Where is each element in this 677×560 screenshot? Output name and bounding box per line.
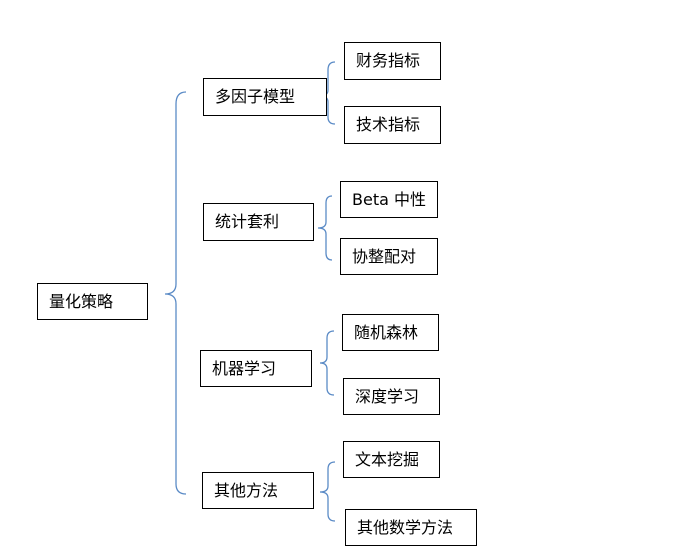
node-group-2-label: 统计套利 <box>215 212 280 231</box>
node-group-3-label: 机器学习 <box>212 358 277 378</box>
node-leaf-1-2: 技术指标 <box>344 106 441 144</box>
node-group-3: 机器学习 <box>200 350 312 387</box>
node-leaf-2-2-label: 协整配对 <box>352 246 417 266</box>
node-leaf-1-1-label: 财务指标 <box>356 51 421 70</box>
node-leaf-3-1-label: 随机森林 <box>354 322 419 342</box>
node-leaf-4-2-label: 其他数学方法 <box>357 517 454 537</box>
node-root-label: 量化策略 <box>49 291 114 311</box>
brace-group-4 <box>319 461 336 522</box>
node-leaf-4-1: 文本挖掘 <box>343 441 440 478</box>
node-leaf-2-1: Beta 中性 <box>340 181 438 218</box>
brace-group-2 <box>317 195 333 261</box>
node-group-4-label: 其他方法 <box>214 480 279 500</box>
brace-group-3 <box>319 330 335 396</box>
node-leaf-2-2: 协整配对 <box>340 238 438 275</box>
node-group-2: 统计套利 <box>203 203 314 241</box>
node-leaf-4-2: 其他数学方法 <box>345 509 477 546</box>
node-leaf-3-2-label: 深度学习 <box>355 386 420 406</box>
node-group-1: 多因子模型 <box>203 78 327 116</box>
node-leaf-2-1-label: Beta 中性 <box>352 189 426 209</box>
node-leaf-1-1: 财务指标 <box>344 42 441 80</box>
node-leaf-3-2: 深度学习 <box>343 378 440 415</box>
node-leaf-1-2-label: 技术指标 <box>356 115 421 134</box>
brace-root <box>164 91 187 495</box>
node-root: 量化策略 <box>37 283 148 320</box>
node-leaf-4-1-label: 文本挖掘 <box>355 449 420 469</box>
node-group-1-label: 多因子模型 <box>215 87 296 106</box>
node-leaf-3-1: 随机森林 <box>342 314 439 351</box>
node-group-4: 其他方法 <box>202 472 314 509</box>
